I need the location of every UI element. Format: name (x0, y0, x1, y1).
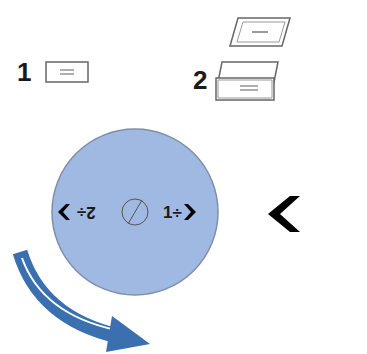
dial-setting: 2÷ (77, 204, 96, 221)
pointer-chevron (184, 204, 196, 220)
stacked-envelopes-icon (216, 18, 290, 100)
callout-number: 1 (17, 59, 31, 85)
dial-setting: 1÷ (163, 204, 182, 221)
single-envelope-icon (46, 62, 88, 82)
dial-slot (128, 200, 142, 224)
dial-center (122, 199, 148, 225)
index-marker (268, 196, 300, 232)
rotation-arrow (20, 252, 150, 352)
callout-number: 2 (193, 67, 207, 93)
dial-knob (52, 129, 218, 295)
pointer-chevron (58, 204, 70, 220)
